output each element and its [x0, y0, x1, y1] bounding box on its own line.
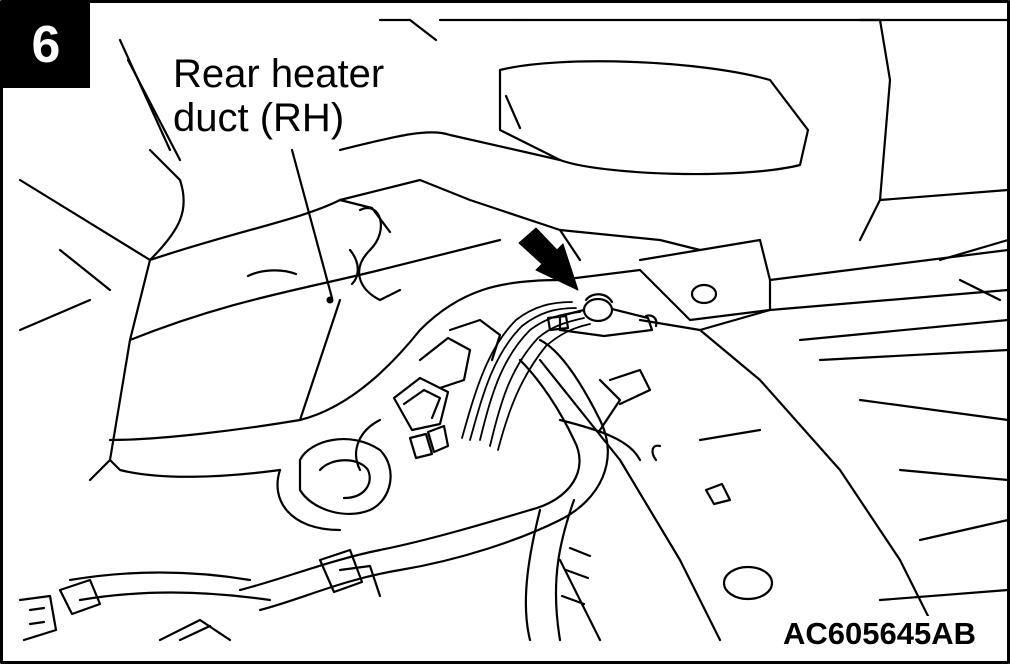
- attention-arrow: [518, 227, 579, 291]
- ground-wires: [461, 301, 591, 451]
- left-trim: [18, 148, 185, 482]
- upper-body-panels: [118, 18, 1010, 242]
- floor-channel: [538, 318, 942, 642]
- callout-leader-line: [290, 148, 334, 300]
- wiring-harness: [68, 338, 652, 642]
- figure-code: AC605645AB: [781, 616, 978, 652]
- grommet: [276, 438, 392, 532]
- cross-member: [558, 238, 1010, 602]
- lower-left-connector: [18, 548, 382, 642]
- ground-bolt: [546, 293, 658, 338]
- rear-heater-duct: [108, 178, 702, 478]
- step-number-badge: 6: [2, 2, 90, 88]
- callout-label: Rear heater duct (RH): [173, 52, 385, 140]
